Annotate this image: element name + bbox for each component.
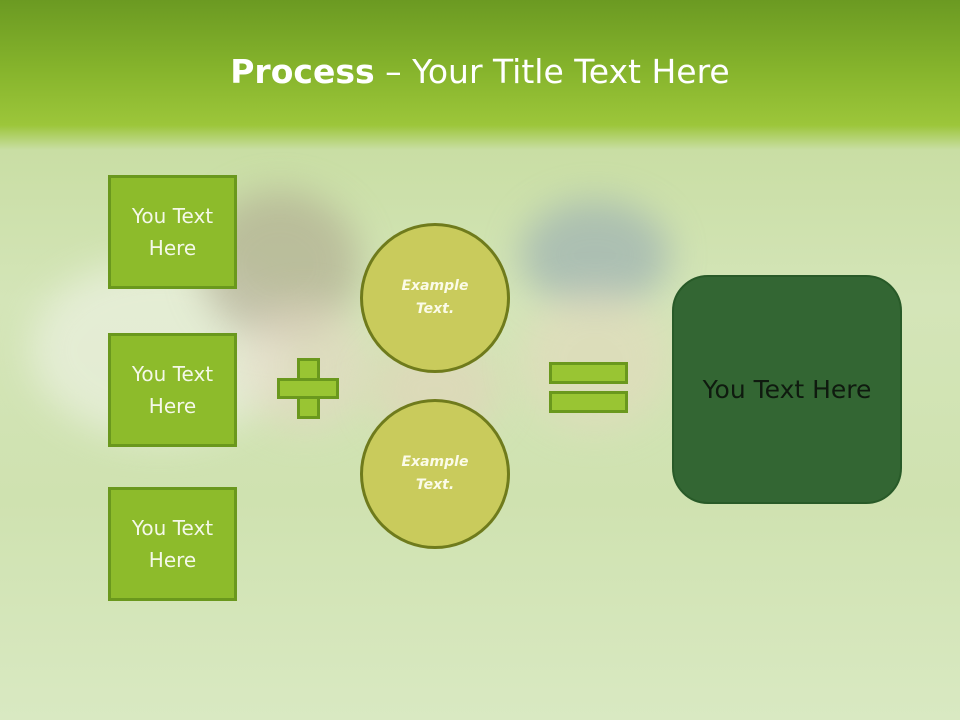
text-box-label: You Text Here — [131, 204, 214, 260]
text-box-3[interactable]: You Text Here — [108, 487, 237, 601]
result-box[interactable]: You Text Here — [672, 275, 902, 504]
example-circle-1[interactable]: Example Text. — [360, 223, 510, 373]
text-box-label: You Text Here — [131, 362, 214, 418]
slide-title: Process – Your Title Text Here — [0, 52, 960, 91]
title-rest: – Your Title Text Here — [374, 52, 730, 91]
title-bold: Process — [230, 52, 375, 91]
text-box-label: You Text Here — [131, 516, 214, 572]
text-box-2[interactable]: You Text Here — [108, 333, 237, 447]
circle-label: Example Text. — [401, 454, 469, 493]
circle-label: Example Text. — [401, 278, 469, 317]
text-box-1[interactable]: You Text Here — [108, 175, 237, 289]
result-label: You Text Here — [702, 375, 872, 404]
example-circle-2[interactable]: Example Text. — [360, 399, 510, 549]
